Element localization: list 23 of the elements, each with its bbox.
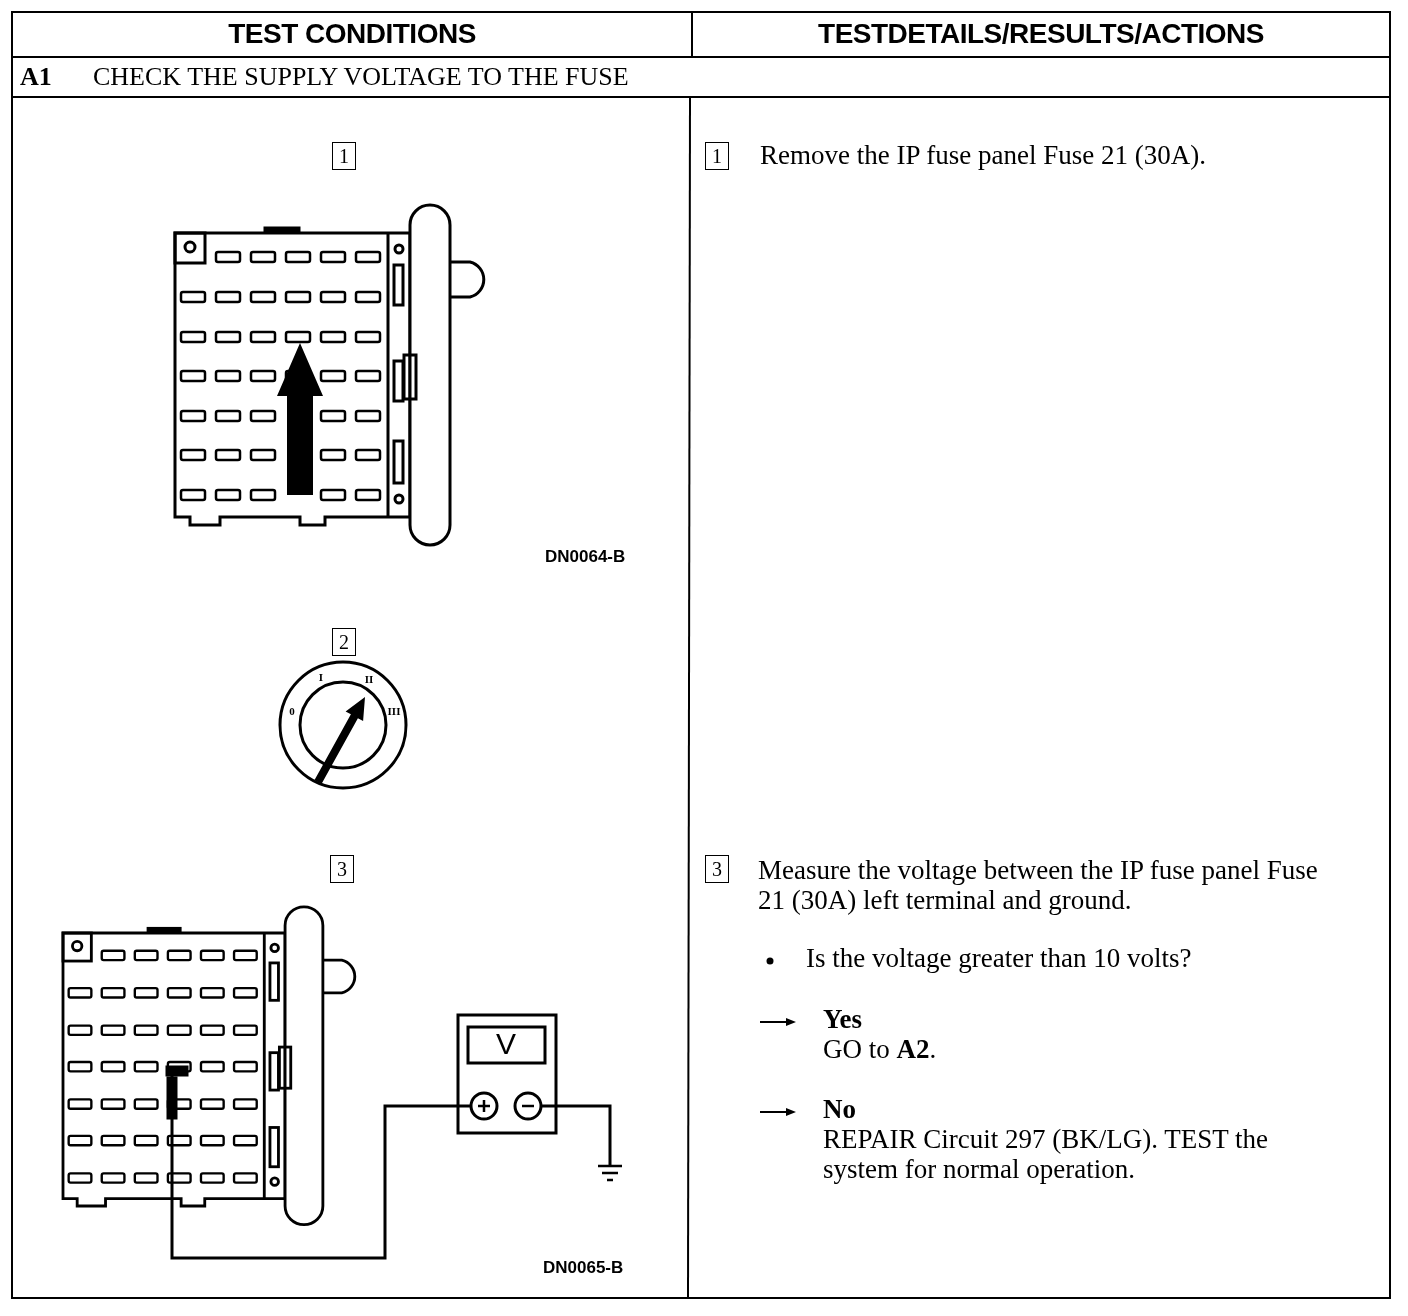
column-heading: TEST CONDITIONS [227,18,477,50]
switch-position-label: III [387,705,401,717]
section-heading: CHECK THE SUPPLY VOLTAGE TO THE FUSE [93,62,629,92]
step-number: 3 [330,855,354,883]
instruction-text: Measure the voltage between the IP fuse panel Fuse 21 (30A) left terminal and ground. [758,855,1319,916]
section-number: A1 [20,62,52,92]
figure-code: DN0064-B [545,547,626,567]
step-number: 2 [332,628,356,656]
answer-label: Yes [823,1004,862,1035]
instruction-text: Remove the IP fuse panel Fuse 21 (30A). [760,140,1206,171]
answer-label: No [823,1094,856,1125]
action-text: REPAIR Circuit 297 (BK/LG). TEST the system for normal operation. [823,1124,1269,1185]
switch-position-label: II [364,673,374,685]
meter-display-label: V [496,1027,516,1061]
switch-position-label: 0 [289,705,295,717]
step-number: 1 [705,142,729,170]
switch-position-label: I [318,671,324,683]
action-text: GO to A2. [823,1034,937,1065]
figure-code: DN0065-B [543,1258,624,1278]
step-number: 1 [332,142,356,170]
question-text: Is the voltage greater than 10 volts? [806,943,1192,974]
column-heading: TESTDETAILS/RESULTS/ACTIONS [817,18,1265,50]
step-number: 3 [705,855,729,883]
